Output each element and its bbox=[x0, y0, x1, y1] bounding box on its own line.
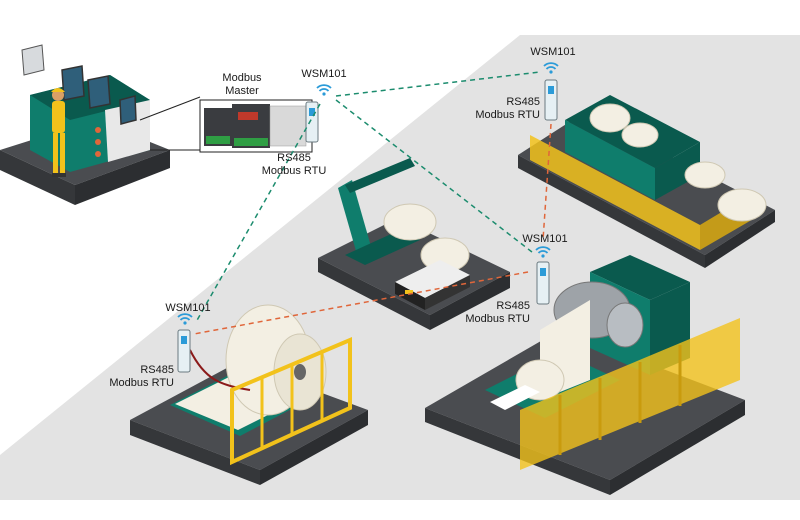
wifi-icon bbox=[316, 84, 332, 96]
control-panel-icon bbox=[21, 44, 137, 125]
wsm101-label-left: WSM101 bbox=[165, 302, 211, 314]
wsm101-device-middle-right bbox=[536, 261, 550, 305]
modbus-master-label: Modbus Master bbox=[222, 72, 262, 97]
paper-roll-icon bbox=[589, 103, 767, 222]
wsm101-label-master: WSM101 bbox=[301, 68, 347, 80]
wsm101-label-middle-right: WSM101 bbox=[522, 233, 568, 245]
rs485-label-top-right: RS485 Modbus RTU bbox=[475, 96, 540, 121]
wifi-icon bbox=[177, 313, 193, 325]
wireless-link-top-right-middle-right bbox=[542, 123, 552, 241]
wsm101-device-master bbox=[305, 101, 319, 143]
wifi-icon bbox=[535, 246, 551, 258]
rs485-label-middle-right: RS485 Modbus RTU bbox=[465, 300, 530, 325]
wifi-icon bbox=[543, 62, 559, 74]
plc-icon bbox=[199, 99, 313, 153]
wsm101-label-top-right: WSM101 bbox=[530, 46, 576, 58]
wsm101-device-top-right bbox=[544, 79, 558, 121]
wsm101-device-left bbox=[177, 329, 191, 373]
worker-icon bbox=[51, 88, 66, 177]
wireless-link-middle-right-left bbox=[193, 271, 529, 335]
unwinder-station bbox=[130, 304, 368, 485]
control-room bbox=[0, 44, 170, 205]
wireless-link-master-top-right bbox=[335, 71, 541, 97]
paper-machine-station bbox=[425, 255, 745, 495]
wireless-link-master-left bbox=[195, 103, 321, 323]
agv-robot-icon bbox=[395, 260, 470, 310]
rs485-label-left: RS485 Modbus RTU bbox=[109, 364, 174, 389]
paper-roll-icon bbox=[225, 304, 327, 416]
sheeting-machine-station bbox=[518, 95, 775, 268]
rs485-label-master: RS485 Modbus RTU bbox=[261, 152, 327, 177]
agv-winder-station bbox=[318, 158, 510, 330]
